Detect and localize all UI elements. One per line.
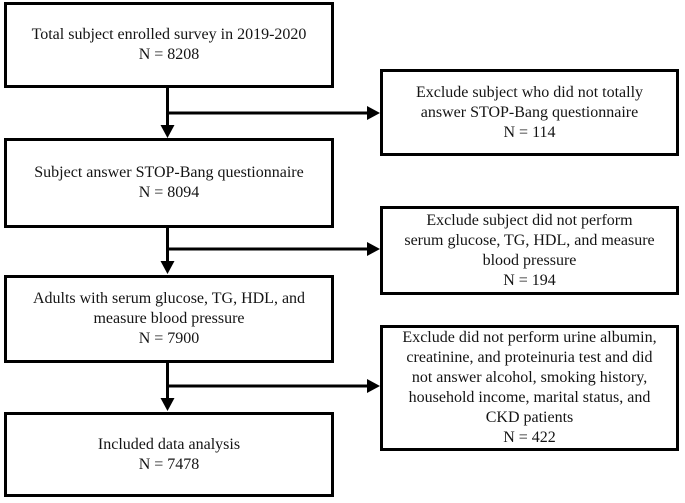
exclusion-labs: Exclude subject did not perform serum gl…: [380, 206, 679, 295]
node-total-enrolled: Total subject enrolled survey in 2019-20…: [4, 2, 334, 88]
exclusion-stop-bang: Exclude subject who did not totally answ…: [380, 69, 679, 156]
arrowhead-down-node2: [160, 125, 175, 138]
arrowhead-right-exclusion3: [367, 379, 380, 393]
exclusion-count: N = 422: [503, 429, 556, 446]
node-count: N = 7900: [138, 330, 200, 347]
node-label: Subject answer STOP-Bang questionnaire: [34, 164, 304, 181]
node-labs-measured: Adults with serum glucose, TG, HDL, and …: [4, 275, 334, 363]
node-stop-bang-answered: Subject answer STOP-Bang questionnaire N…: [4, 138, 334, 228]
arrowhead-right-exclusion2: [367, 242, 380, 256]
node-included-analysis: Included data analysis N = 7478: [4, 412, 334, 497]
exclusion-covariates: Exclude did not perform urine albumin, c…: [380, 325, 679, 451]
node-count: N = 7478: [138, 455, 200, 473]
node-count: N = 8094: [138, 184, 200, 201]
exclusion-label: Exclude subject did not perform serum gl…: [404, 211, 655, 269]
exclusion-count: N = 114: [503, 123, 556, 141]
node-label: Adults with serum glucose, TG, HDL, and …: [32, 290, 306, 327]
node-label: Total subject enrolled survey in 2019-20…: [31, 26, 307, 43]
node-label: Included data analysis: [97, 435, 241, 453]
node-count: N = 8208: [138, 46, 200, 63]
arrowhead-right-exclusion1: [367, 106, 380, 120]
arrowhead-down-node3: [160, 261, 175, 274]
exclusion-label: Exclude subject who did not totally answ…: [415, 83, 644, 121]
exclusion-count: N = 194: [503, 271, 556, 289]
arrowhead-down-node4: [160, 398, 175, 411]
exclusion-label: Exclude did not perform urine albumin, c…: [402, 329, 657, 426]
